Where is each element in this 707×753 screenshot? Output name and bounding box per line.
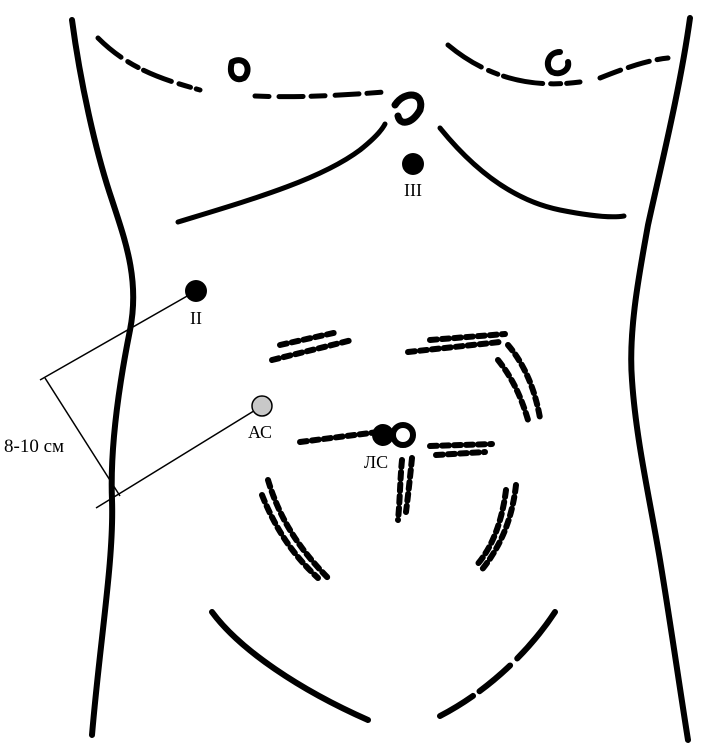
right-costal-margin [440,128,624,217]
upper-right-hatch-2 [430,334,505,340]
abdominal-hatching [262,332,540,580]
chest-marks [98,38,668,122]
linea-alba-lower [398,460,402,520]
right-nipple [548,52,568,73]
umbilical-line-right-2 [436,452,485,455]
linea-alba-lower-2 [406,458,412,512]
labels: III II АС ЛС 8-10 см [4,180,422,472]
port-2-marker [185,280,207,302]
left-nipple [231,60,248,79]
port-ac-leader-line [96,406,262,508]
xiphoid-mark [395,95,421,122]
right-body-contour [631,18,690,740]
measurement-lines [40,291,262,508]
left-chest-mid-line [255,92,385,97]
port-2-leader-line [40,291,196,380]
lower-abdomen [212,612,555,720]
distance-label: 8-10 см [4,436,64,457]
right-inguinal-line [440,612,555,716]
port-ac-marker [252,396,272,416]
port-markers [185,153,424,446]
port-3-marker [402,153,424,175]
umbilical-line-left [300,432,378,442]
left-inguinal-line [212,612,368,720]
umbilicus-ring [393,425,413,445]
umbilical-line-right [430,444,492,446]
lower-left-hatch-2 [262,495,318,578]
costal-margins [178,124,624,222]
upper-right-hatch [408,342,500,352]
left-body-contour [72,20,133,735]
port-3-label: III [404,180,422,200]
left-pectoral-line [98,38,200,90]
port-2-label: II [190,308,202,328]
port-ac-label: АС [248,422,272,442]
left-costal-margin [178,124,385,222]
port-lc-label: ЛС [364,452,388,472]
right-clavicle-line [600,58,668,78]
